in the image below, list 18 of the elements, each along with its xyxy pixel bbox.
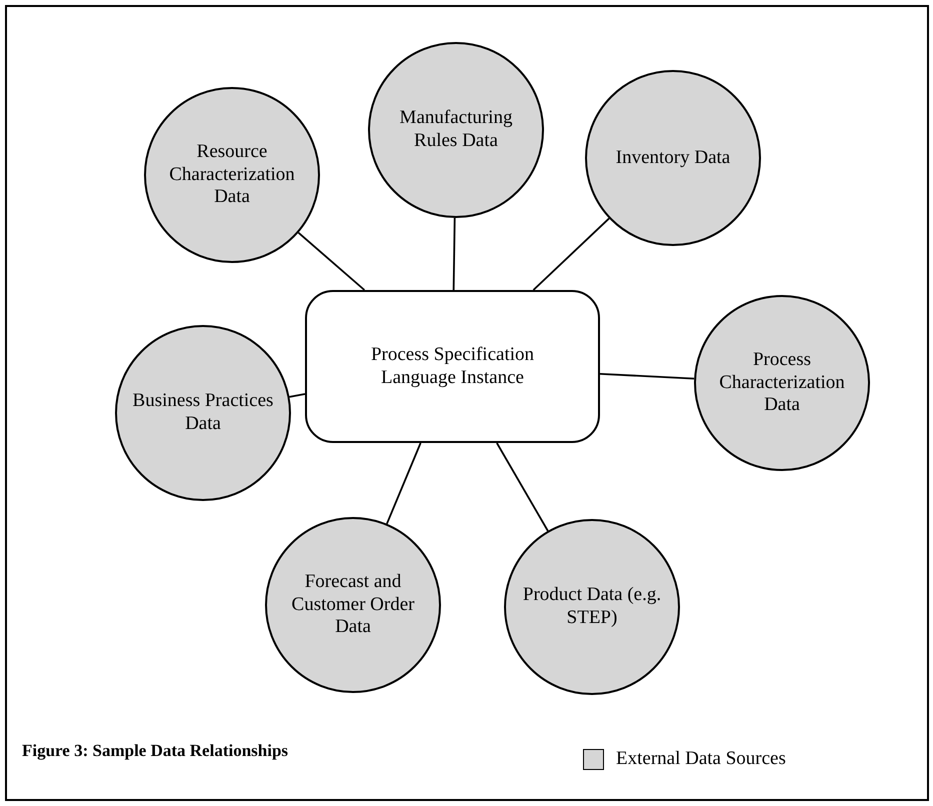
connector-line [289,393,306,398]
connector-line [600,372,694,380]
node-label: Manufacturing Rules Data [400,107,512,151]
connector-line [386,442,422,524]
node-label: Forecast and Customer Order Data [292,570,414,638]
process-box [305,290,600,443]
node-label: Inventory Data [616,146,730,168]
figure-caption: Figure 3: Sample Data Relationships [22,740,290,762]
connector-line [532,218,610,291]
connector-line [496,442,549,532]
node-label: Resource Characterization Data [169,140,295,208]
connector-line [452,218,456,290]
connector-line [298,232,365,291]
legend-label: External Data Sources [616,748,786,770]
node-label: Product Data (e.g. STEP) [522,584,662,628]
node-label: Business Practices Data [132,390,274,434]
node-label: Process Specification Language Instance [370,344,534,388]
node-label: Process Characterization Data [719,348,845,416]
